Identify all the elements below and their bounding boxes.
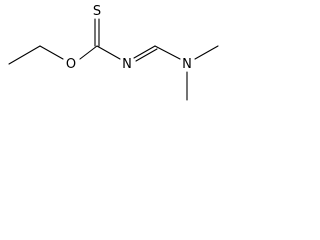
bond-imine-nitrogen-methine-2 (135, 48, 158, 62)
bond-methine-amine-nitrogen (154, 45, 181, 60)
bond-amine-nitrogen-methyl-1 (194, 45, 219, 60)
bond-oxygen-thiocarbon (79, 45, 98, 60)
molecule-structure: S O N N (8, 4, 219, 101)
bond-methyl-methylene (8, 45, 41, 65)
bond-methylene-oxygen (39, 45, 64, 60)
imine-nitrogen-atom-label: N (122, 57, 132, 72)
bond-imine-nitrogen-methine-1 (133, 45, 156, 59)
oxygen-atom-label: O (66, 57, 76, 72)
sulfur-atom-label: S (93, 4, 101, 19)
bond-thiocarbon-imine-nitrogen (96, 45, 121, 60)
amine-nitrogen-atom-label: N (182, 57, 192, 72)
